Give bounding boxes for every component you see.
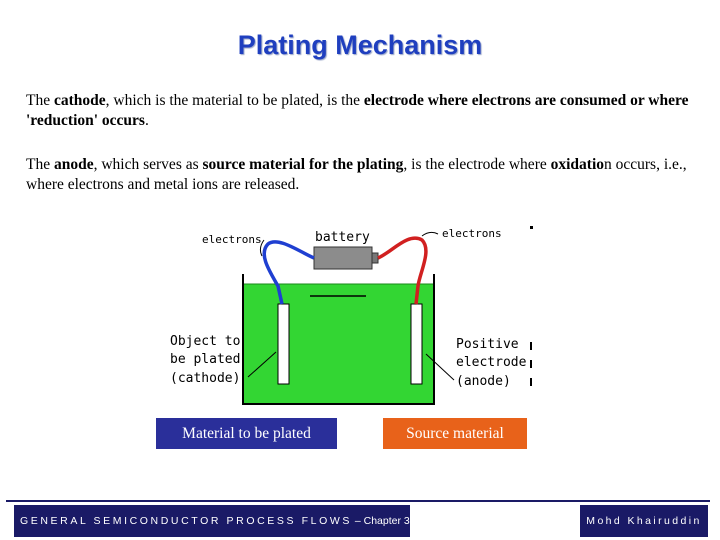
plating-diagram: battery electrons electrons Object to be… (160, 222, 534, 408)
anode-text-1: The (26, 156, 54, 173)
cathode-paragraph: The cathode, which is the material to be… (26, 91, 696, 131)
anode-oxidation-term: oxidatio (550, 156, 605, 173)
plating-solution (244, 284, 433, 403)
edge-mark (530, 360, 532, 368)
anode-text-3: , is the electrode where (403, 156, 551, 173)
cathode-definition: electrode where electrons are consumed o… (26, 92, 689, 129)
electrons-left-label: electrons (202, 233, 262, 246)
electron-arrow-left (259, 239, 265, 257)
page-title: Plating Mechanism (237, 30, 483, 60)
electron-arrow-right (421, 231, 439, 237)
anode-source-phrase: source material for the plating (202, 156, 404, 173)
battery-terminal (371, 252, 379, 264)
cathode-wire (262, 240, 315, 305)
footer-divider (6, 500, 710, 502)
edge-mark (530, 378, 532, 386)
positive-pointer (425, 353, 455, 381)
anode-paragraph: The anode, which serves as source materi… (26, 155, 696, 195)
anode-term: anode (53, 156, 94, 173)
battery-body (313, 246, 373, 270)
footer-author: Mohd Khairuddin (580, 505, 708, 537)
object-label-line3: (cathode) (170, 371, 240, 386)
edge-mark (530, 226, 533, 229)
source-label: Source material (383, 418, 527, 449)
object-pointer (247, 351, 277, 378)
cathode-text-2: , which is the material to be plated, is… (105, 92, 364, 109)
battery-label: battery (315, 230, 370, 245)
edge-mark (530, 342, 532, 350)
material-label: Material to be plated (156, 418, 337, 449)
plating-diagram-svg: battery electrons electrons Object to be… (170, 226, 533, 405)
anode-electrode (410, 303, 423, 385)
anode-text-2: , which serves as (93, 156, 203, 173)
tank-outline (242, 274, 435, 405)
anode-wire (377, 236, 428, 305)
object-label-line2: be plated (170, 352, 240, 367)
electrons-right-label: electrons (442, 227, 502, 240)
object-label-line1: Object to (170, 334, 240, 349)
cathode-text-1: The (26, 92, 54, 109)
footer-course-name: GENERAL SEMICONDUCTOR PROCESS FLOWS (20, 515, 352, 527)
positive-label-line3: (anode) (456, 374, 511, 389)
footer-course: GENERAL SEMICONDUCTOR PROCESS FLOWS – Ch… (14, 505, 410, 537)
positive-label-line1: Positive (456, 337, 519, 352)
footer-chapter: – Chapter 3 (351, 515, 410, 527)
anode-text-4: n occurs, i.e., where electrons and meta… (26, 156, 687, 193)
cathode-electrode (277, 303, 290, 385)
cathode-term: cathode (53, 92, 106, 109)
cathode-text-3: . (144, 112, 149, 129)
positive-label-line2: electrode (456, 355, 527, 370)
